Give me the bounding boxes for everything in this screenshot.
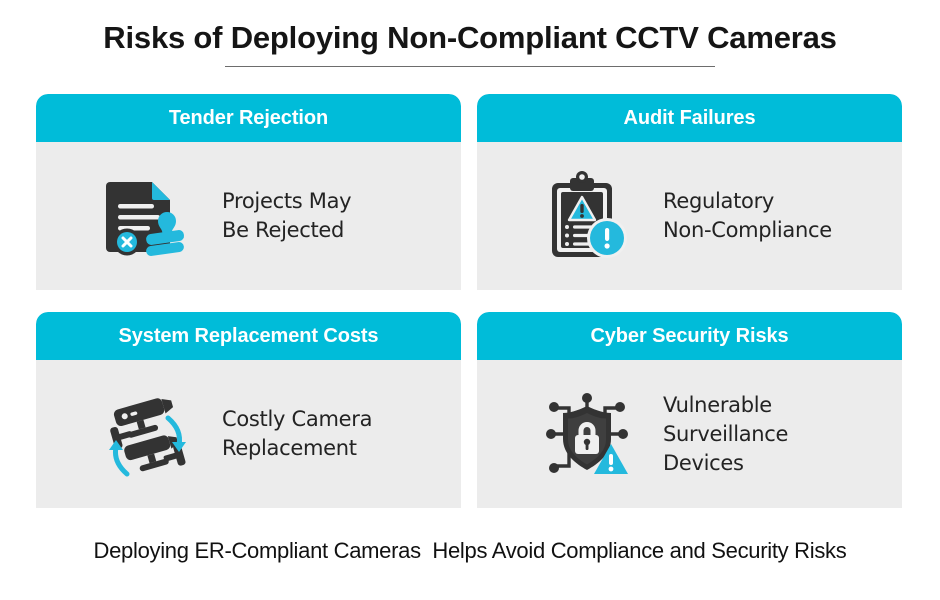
card-header-audit-failures: Audit Failures <box>477 94 902 142</box>
clipboard-warning-icon <box>552 171 627 258</box>
card-header-cyber-security-risks: Cyber Security Risks <box>477 312 902 360</box>
card-text-tender-rejection: Projects May Be Rejected <box>222 187 352 245</box>
card-text-line: Projects May <box>222 189 352 213</box>
card-text-line: Costly Camera <box>222 407 373 431</box>
footer-caption: Deploying ER-Compliant Cameras Helps Avo… <box>93 538 847 563</box>
card-text-line: Regulatory <box>663 189 775 213</box>
card-text-line: Surveillance <box>663 421 789 446</box>
cctv-camera-replacement-icon <box>109 398 186 477</box>
risk-card-cyber-security-risks: Cyber Security Risks <box>477 312 902 508</box>
card-text-line: Vulnerable <box>663 392 772 417</box>
card-body-cyber-security-risks: Vulnerable Surveillance Devices <box>477 360 902 508</box>
card-text-line: Devices <box>663 450 744 475</box>
card-body-system-replacement-costs: Costly Camera Replacement <box>36 360 461 508</box>
card-text-line: Be Rejected <box>222 218 345 242</box>
card-body-audit-failures: Regulatory Non-Compliance <box>477 142 902 290</box>
risk-card-tender-rejection: Tender Rejection <box>36 94 461 290</box>
card-body-tender-rejection: Projects May Be Rejected <box>36 142 461 290</box>
risk-card-system-replacement-costs: System Replacement Costs <box>36 312 461 508</box>
card-text-cyber-security-risks: Vulnerable Surveillance Devices <box>663 391 788 478</box>
card-header-system-replacement-costs: System Replacement Costs <box>36 312 461 360</box>
risk-card-grid: Tender Rejection <box>36 94 902 508</box>
title-block: Risks of Deploying Non-Compliant CCTV Ca… <box>0 18 940 67</box>
title-divider <box>225 66 715 67</box>
rejected-document-stamp-icon <box>106 182 185 256</box>
card-text-line: Replacement <box>222 436 357 460</box>
risk-card-audit-failures: Audit Failures <box>477 94 902 290</box>
card-text-system-replacement-costs: Costly Camera Replacement <box>222 405 372 463</box>
card-text-audit-failures: Regulatory Non-Compliance <box>663 187 832 245</box>
shield-lock-network-warning-icon <box>546 393 628 474</box>
card-header-tender-rejection: Tender Rejection <box>36 94 461 142</box>
page-title: Risks of Deploying Non-Compliant CCTV Ca… <box>103 20 837 55</box>
card-text-line: Non-Compliance <box>663 218 832 242</box>
